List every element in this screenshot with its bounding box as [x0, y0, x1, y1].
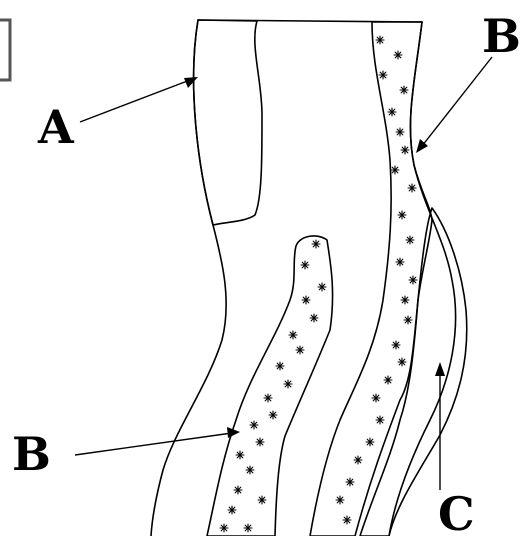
star-marker [343, 516, 351, 524]
star-marker [392, 341, 400, 349]
star-marker [220, 524, 228, 532]
arrow-a [80, 77, 198, 122]
star-marker [398, 358, 406, 366]
star-marker [394, 51, 402, 59]
label-c: C [438, 487, 475, 536]
region-b-left [207, 236, 333, 536]
star-marker [318, 283, 326, 291]
label-a: A [37, 100, 75, 154]
star-marker [409, 276, 417, 284]
star-marker [250, 421, 258, 429]
star-marker [244, 524, 252, 532]
region-b-star-markers [220, 36, 417, 532]
star-marker [284, 380, 292, 388]
star-marker [336, 496, 344, 504]
star-marker [236, 451, 244, 459]
star-marker [376, 36, 384, 44]
label-b-lower: B [12, 427, 51, 481]
region-a [194, 20, 262, 225]
tube-outline [151, 20, 456, 536]
star-marker [264, 394, 272, 402]
star-marker [366, 438, 374, 446]
star-marker [401, 296, 409, 304]
star-marker [396, 258, 404, 266]
star-marker [388, 108, 396, 116]
star-marker [396, 128, 404, 136]
star-marker [301, 261, 309, 269]
star-marker [302, 296, 310, 304]
star-marker [354, 456, 362, 464]
star-marker [398, 211, 406, 219]
star-marker [391, 166, 399, 174]
label-b-upper: B [482, 9, 521, 63]
star-marker [234, 486, 242, 494]
star-marker [312, 240, 320, 248]
star-marker [228, 506, 236, 514]
star-marker [269, 411, 277, 419]
star-marker [276, 362, 284, 370]
star-marker [401, 146, 409, 154]
star-marker [246, 466, 254, 474]
star-marker [372, 394, 380, 402]
star-marker [289, 331, 297, 339]
star-marker [258, 496, 266, 504]
corner-mark [0, 20, 10, 80]
star-marker [400, 86, 408, 94]
star-marker [310, 314, 318, 322]
star-marker [376, 416, 384, 424]
star-marker [379, 71, 387, 79]
star-marker [404, 316, 412, 324]
arrow-b-lower [75, 427, 240, 455]
star-marker [256, 438, 264, 446]
star-marker [406, 236, 414, 244]
arrow-c [435, 362, 445, 490]
star-marker [296, 346, 304, 354]
star-marker [408, 184, 416, 192]
arrow-b-upper [416, 57, 492, 153]
star-marker [346, 478, 354, 486]
star-marker [384, 376, 392, 384]
